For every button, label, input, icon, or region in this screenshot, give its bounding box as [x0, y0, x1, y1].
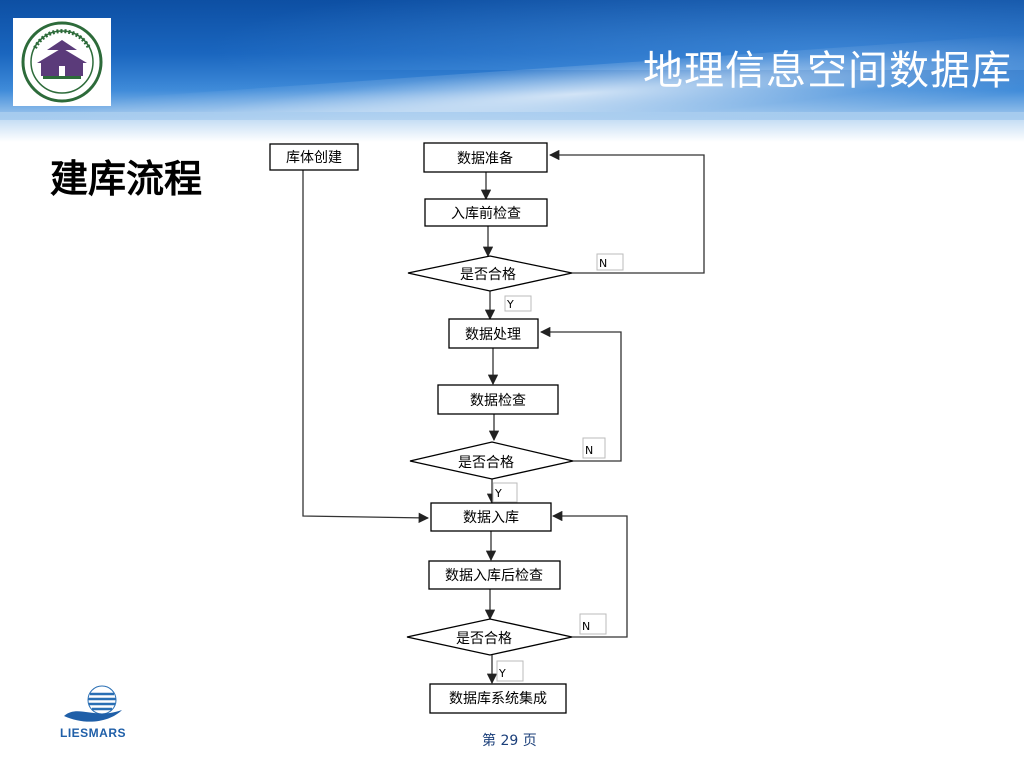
- edge-tag-label: N: [582, 620, 590, 633]
- edge-tag-q1-yes: Y: [504, 295, 532, 312]
- page-number: 第 29 页: [482, 733, 537, 749]
- edge-tag-q1-no: N: [596, 253, 624, 271]
- edge-tag-q3-yes: Y: [496, 660, 524, 682]
- node-label: 数据入库: [463, 510, 519, 526]
- edge-tag-q3-no: N: [579, 613, 607, 635]
- node-integrate: 数据库系统集成: [429, 683, 567, 714]
- node-check: 数据检查: [437, 384, 559, 415]
- node-label: 数据库系统集成: [449, 690, 547, 707]
- node-label: 是否合格: [460, 267, 516, 283]
- edge-schema-load: [302, 170, 430, 524]
- edge-tag-label: N: [585, 444, 593, 457]
- edge-tag-q2-no: N: [582, 437, 606, 459]
- header-fade: [0, 112, 1024, 142]
- university-seal-logo: [13, 18, 111, 106]
- node-q2: 是否合格: [409, 441, 574, 480]
- node-schema: 库体创建: [269, 143, 359, 171]
- node-load: 数据入库: [430, 502, 552, 532]
- node-precheck: 入库前检查: [424, 198, 548, 227]
- edge-q3-load-no: [551, 510, 628, 638]
- node-label: 是否合格: [458, 455, 514, 471]
- node-prep: 数据准备: [423, 142, 548, 173]
- node-label: 数据入库后检查: [445, 568, 543, 584]
- node-postcheck: 数据入库后检查: [428, 560, 561, 590]
- edge-tag-label: Y: [506, 298, 514, 311]
- liesmars-logo-icon: LIESMARS: [60, 685, 126, 740]
- slide-title: 地理信息空间数据库: [643, 48, 1012, 94]
- slide-subtitle: 建库流程: [50, 157, 203, 201]
- edge-tag-label: Y: [498, 667, 506, 680]
- node-label: 数据准备: [457, 150, 513, 167]
- node-process: 数据处理: [448, 318, 539, 349]
- node-q3: 是否合格: [406, 618, 573, 656]
- edge-q2-process-no: [539, 326, 622, 462]
- node-label: 库体创建: [286, 150, 342, 166]
- node-label: 是否合格: [456, 631, 512, 647]
- slide-header: [0, 0, 1024, 120]
- liesmars-logo: LIESMARS: [60, 682, 140, 746]
- node-label: 数据检查: [470, 393, 526, 409]
- edge-q1-prep-no: [548, 149, 705, 274]
- liesmars-wordmark: LIESMARS: [60, 726, 126, 740]
- edge-tag-label: N: [599, 257, 607, 270]
- edge-tag-label: Y: [494, 487, 502, 500]
- node-label: 入库前检查: [451, 205, 521, 222]
- flowchart-edges: [302, 149, 705, 685]
- edge-tag-q2-yes: Y: [492, 482, 518, 503]
- node-label: 数据处理: [465, 327, 521, 343]
- seal-icon: [21, 21, 103, 103]
- node-q1: 是否合格: [407, 255, 573, 292]
